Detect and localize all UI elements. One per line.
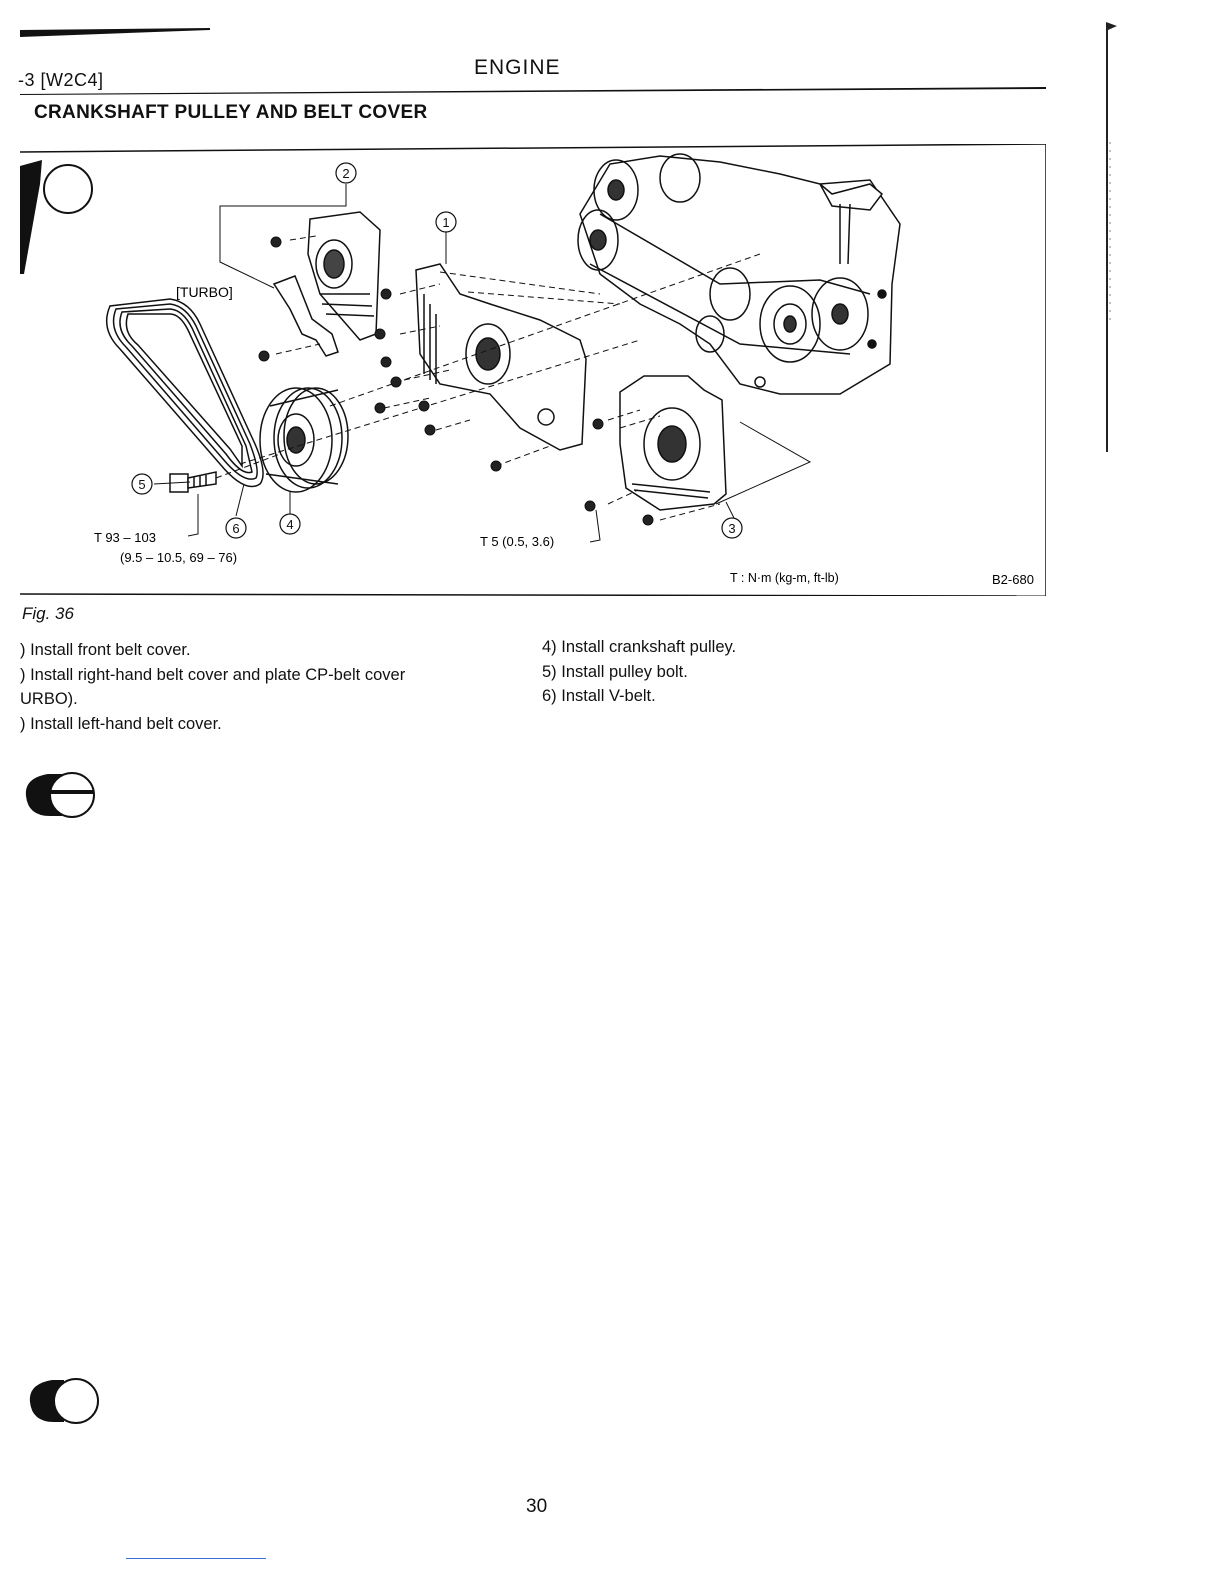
callout-5-label: 5	[138, 477, 145, 492]
header-top-bar	[20, 24, 210, 37]
binder-hole-icon	[20, 160, 93, 274]
page-number: 30	[526, 1496, 548, 1517]
binder-hole-icon	[22, 770, 98, 820]
right-hand-belt-cover	[307, 211, 381, 341]
exploded-view-figure: 2 1 3 4 5 6 [TURBO] T 93 – 103 (9.5 – 10…	[19, 143, 1047, 597]
bolts	[258, 236, 654, 526]
pulley-bolt	[169, 471, 217, 493]
callout-markers	[131, 162, 743, 539]
left-hand-belt-cover	[619, 375, 727, 511]
turbo-plate	[272, 275, 339, 357]
torque-left-line2: (9.5 – 10.5, 69 – 76)	[120, 550, 237, 565]
figure-caption: Fig. 36	[22, 604, 74, 623]
callout-3-label: 3	[728, 521, 735, 536]
steps-left-column: ) Install front belt cover. ) Install ri…	[20, 638, 405, 736]
header-rule	[20, 82, 1046, 95]
figure-code: B2-680	[992, 572, 1034, 587]
bottom-rule	[126, 1558, 266, 1559]
front-belt-cover	[415, 263, 587, 451]
header-title: ENGINE	[474, 56, 561, 79]
step-item: ) Install front belt cover.	[20, 641, 191, 659]
section-code: -3 [W2C4]	[18, 70, 104, 90]
callout-1-label: 2	[342, 166, 349, 181]
crankshaft-pulley	[259, 387, 349, 493]
callout-6-label: 6	[232, 521, 239, 536]
callout-2-label: 1	[442, 215, 449, 230]
turbo-label: [TURBO]	[176, 284, 233, 300]
scan-edge-mark	[1104, 22, 1118, 452]
step-item: ) Install right-hand belt cover and plat…	[20, 665, 406, 684]
engine-assembly	[577, 153, 901, 395]
binder-hole-icon	[24, 1376, 100, 1426]
step-item: 5) Install pulley bolt.	[542, 662, 688, 681]
callout-4-label: 4	[286, 517, 293, 532]
units-legend: T : N·m (kg-m, ft-lb)	[730, 571, 839, 585]
step-item: URBO).	[20, 690, 78, 708]
torque-left-line1: T 93 – 103	[94, 530, 156, 545]
step-item: ) Install left-hand belt cover.	[20, 714, 222, 733]
torque-right: T 5 (0.5, 3.6)	[480, 534, 554, 549]
step-item: 6) Install V-belt.	[542, 687, 656, 705]
section-title: CRANKSHAFT PULLEY AND BELT COVER	[34, 102, 428, 123]
v-belt	[105, 298, 264, 488]
steps-right-column: 4) Install crankshaft pulley. 5) Install…	[542, 635, 736, 709]
step-item: 4) Install crankshaft pulley.	[542, 638, 737, 656]
